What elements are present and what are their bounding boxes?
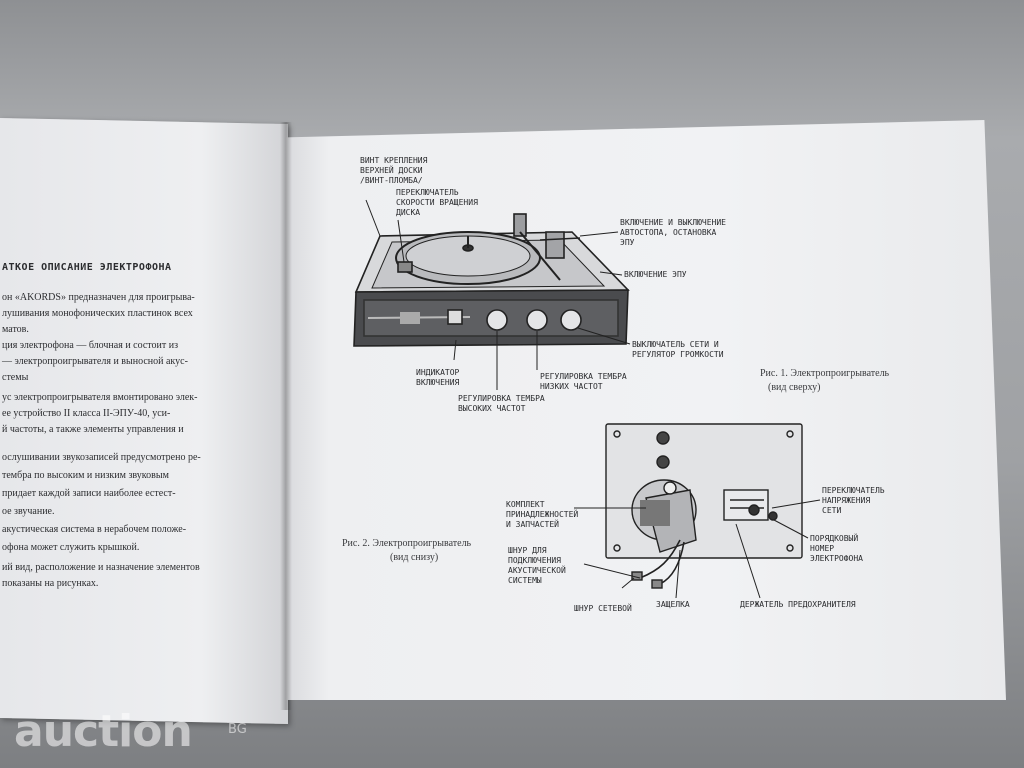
label-autostop: ВКЛЮЧЕНИЕ И ВЫКЛЮЧЕНИЕ АВТОСТОПА, ОСТАНО…	[620, 218, 726, 247]
watermark-suffix: BG	[228, 722, 247, 737]
body-line: ция электрофона — блочная и состоит из	[2, 340, 179, 351]
label-epu-on: ВКЛЮЧЕНИЕ ЭПУ	[624, 270, 687, 279]
body-line: придает каждой записи наиболее естест-	[2, 488, 176, 499]
label-speaker-cord: ШНУР ДЛЯ ПОДКЛЮЧЕНИЯ АКУСТИЧЕСКОЙ СИСТЕМ…	[508, 546, 566, 585]
body-line: показаны на рисунках.	[2, 578, 99, 589]
figure1-caption: Рис. 1. Электропроигрыватель	[760, 368, 890, 379]
body-line: — электропроигрывателя и выносной акус-	[2, 356, 188, 367]
right-page	[286, 120, 1006, 700]
body-line: матов.	[2, 324, 29, 335]
figure2-caption: Рис. 2. Электропроигрыватель	[342, 538, 472, 549]
body-line: тембра по высоким и низким звуковым	[2, 470, 169, 481]
label-accessories: КОМПЛЕКТ ПРИНАДЛЕЖНОСТЕЙ И ЗАПЧАСТЕЙ	[506, 500, 579, 529]
label-mounting-screw: ВИНТ КРЕПЛЕНИЯ ВЕРХНЕЙ ДОСКИ /ВИНТ-ПЛОМБ…	[360, 156, 428, 185]
section-heading: АТКОЕ ОПИСАНИЕ ЭЛЕКТРОФОНА	[2, 262, 172, 273]
figure1-caption-sub: (вид сверху)	[768, 382, 821, 393]
book-gutter	[280, 122, 292, 710]
label-voltage-switch: ПЕРЕКЛЮЧАТЕЛЬ НАПРЯЖЕНИЯ СЕТИ	[822, 486, 885, 515]
body-line: лушивания монофонических пластинок всех	[2, 308, 193, 319]
body-line: офона может служить крышкой.	[2, 542, 140, 553]
label-speed-switch: ПЕРЕКЛЮЧАТЕЛЬ СКОРОСТИ ВРАЩЕНИЯ ДИСКА	[396, 188, 478, 217]
label-latch: ЗАЩЕЛКА	[656, 600, 690, 609]
body-line: ее устройство II класса II-ЭПУ-40, уси-	[2, 408, 171, 419]
label-indicator: ИНДИКАТОР ВКЛЮЧЕНИЯ	[416, 368, 460, 387]
label-treble: РЕГУЛИРОВКА ТЕМБРА ВЫСОКИХ ЧАСТОТ	[458, 394, 545, 413]
body-line: ий вид, расположение и назначение элемен…	[2, 562, 200, 573]
body-line: стемы	[2, 372, 29, 383]
label-mains-cord: ШНУР СЕТЕВОЙ	[574, 604, 632, 613]
body-line: ое звучание.	[2, 506, 55, 517]
body-line: й частоты, а также элементы управления и	[2, 424, 184, 435]
body-line: он «AKORDS» предназначен для проигрыва-	[2, 292, 195, 303]
label-power-volume: ВЫКЛЮЧАТЕЛЬ СЕТИ И РЕГУЛЯТОР ГРОМКОСТИ	[632, 340, 724, 359]
watermark-logo: auction	[14, 706, 193, 757]
body-line: ус электропроигрывателя вмонтировано эле…	[2, 392, 198, 403]
label-fuse-holder: ДЕРЖАТЕЛЬ ПРЕДОХРАНИТЕЛЯ	[740, 600, 856, 609]
label-bass: РЕГУЛИРОВКА ТЕМБРА НИЗКИХ ЧАСТОТ	[540, 372, 627, 391]
record-player-bottom-view	[605, 423, 803, 589]
callout-lines	[365, 199, 631, 390]
callout-lines-bottom	[574, 499, 821, 599]
label-serial-number: ПОРЯДКОВЫЙ НОМЕР ЭЛЕКТРОФОНА	[810, 534, 863, 563]
body-line: ослушивании звукозаписей предусмотрено р…	[2, 452, 201, 463]
figure2-caption-sub: (вид снизу)	[390, 552, 439, 563]
record-player-top-view	[353, 213, 630, 347]
body-line: акустическая система в нерабочем положе-	[2, 524, 187, 535]
